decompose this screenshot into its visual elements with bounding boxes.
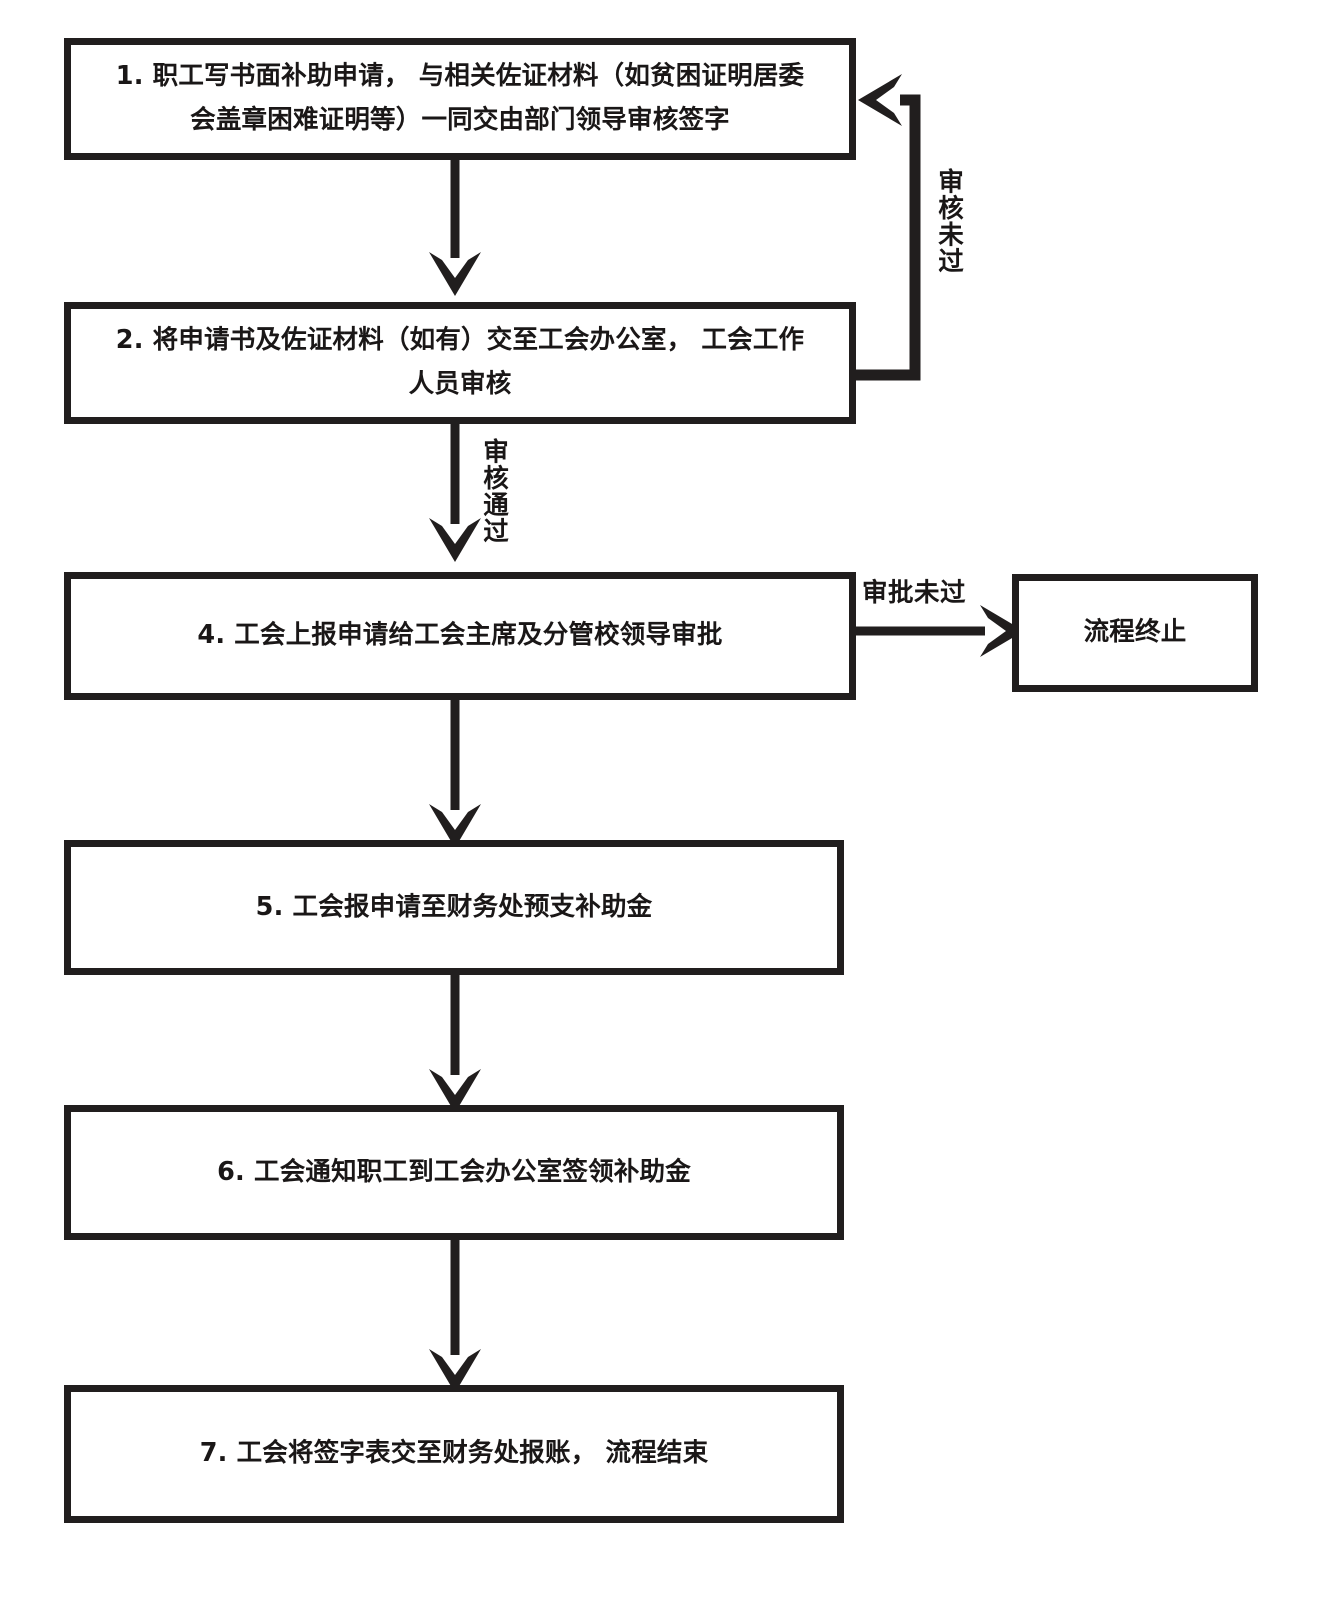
connector-step2-step4 <box>429 424 481 562</box>
edge-label-reject-review: 审核未过 <box>933 168 964 274</box>
connector-step4-step5 <box>429 700 481 848</box>
node-step2-label: 2. 将申请书及佐证材料（如有）交至工会办公室， 工会工作 人员审核 <box>115 325 805 399</box>
node-step5-label: 5. 工会报申请至财务处预支补助金 <box>255 891 653 922</box>
node-step6-label: 6. 工会通知职工到工会办公室签领补助金 <box>217 1156 691 1187</box>
connector-step5-step6 <box>429 975 481 1113</box>
node-step1-label: 1. 职工写书面补助申请， 与相关佐证材料（如贫困证明居委 会盖章困难证明等）一… <box>115 61 805 135</box>
node-terminate[interactable]: 流程终止 <box>1012 574 1258 692</box>
node-step2[interactable]: 2. 将申请书及佐证材料（如有）交至工会办公室， 工会工作 人员审核 <box>64 302 856 424</box>
connector-step1-step2 <box>429 160 481 296</box>
node-step6[interactable]: 6. 工会通知职工到工会办公室签领补助金 <box>64 1105 844 1240</box>
node-step4[interactable]: 4. 工会上报申请给工会主席及分管校领导审批 <box>64 572 856 700</box>
node-step7[interactable]: 7. 工会将签字表交至财务处报账， 流程结束 <box>64 1385 844 1523</box>
node-terminate-label: 流程终止 <box>1083 617 1187 648</box>
node-step5[interactable]: 5. 工会报申请至财务处预支补助金 <box>64 840 844 975</box>
node-step1[interactable]: 1. 职工写书面补助申请， 与相关佐证材料（如贫困证明居委 会盖章困难证明等）一… <box>64 38 856 160</box>
node-step4-label: 4. 工会上报申请给工会主席及分管校领导审批 <box>197 620 723 651</box>
node-step7-label: 7. 工会将签字表交至财务处报账， 流程结束 <box>199 1438 709 1469</box>
connector-step6-step7 <box>429 1240 481 1393</box>
edge-label-pass-review: 审核通过 <box>478 438 509 544</box>
connector-step4-terminate <box>856 605 1024 657</box>
edge-label-reject-approval: 审批未过 <box>862 578 967 608</box>
connector-step2-step1-reject <box>856 74 921 381</box>
